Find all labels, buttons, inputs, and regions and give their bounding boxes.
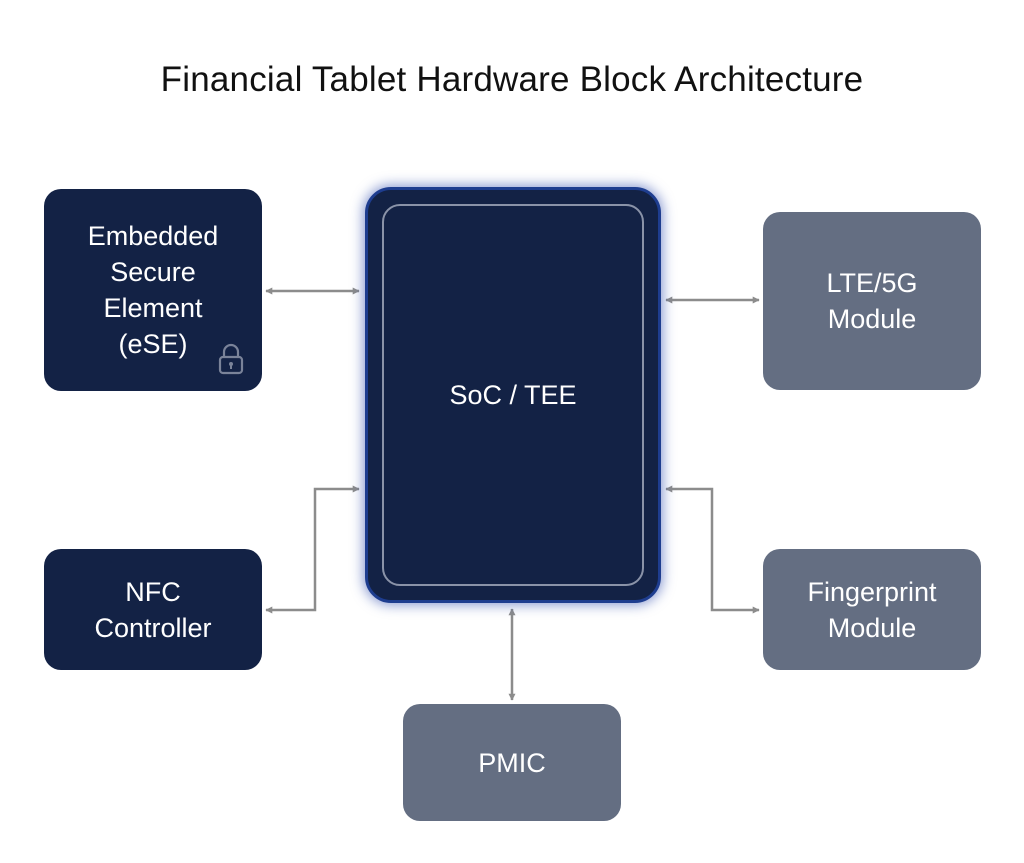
- fingerprint-module-block: Fingerprint Module: [763, 549, 981, 670]
- ese-label: Embedded Secure Element (eSE): [87, 221, 219, 359]
- connector-nfc-soc: [265, 485, 360, 614]
- nfc-controller-label: NFC Controller: [94, 576, 212, 643]
- soc-tee-label: SoC / TEE: [449, 380, 577, 410]
- pmic-label: PMIC: [478, 747, 546, 778]
- ese-block: Embedded Secure Element (eSE): [44, 189, 262, 391]
- pmic-block: PMIC: [403, 704, 621, 821]
- lte-5g-module-block: LTE/5G Module: [763, 212, 981, 390]
- lte-5g-module-label: LTE/5G Module: [826, 268, 918, 334]
- lock-icon: [218, 343, 244, 375]
- diagram-title: Financial Tablet Hardware Block Architec…: [160, 60, 864, 99]
- connector-fingerprint-soc: [665, 485, 760, 614]
- soc-inner-frame: [382, 204, 644, 586]
- nfc-controller-block: NFC Controller: [44, 549, 262, 670]
- soc-tee-block: SoC / TEE: [365, 187, 661, 603]
- fingerprint-module-label: Fingerprint Module: [807, 576, 937, 643]
